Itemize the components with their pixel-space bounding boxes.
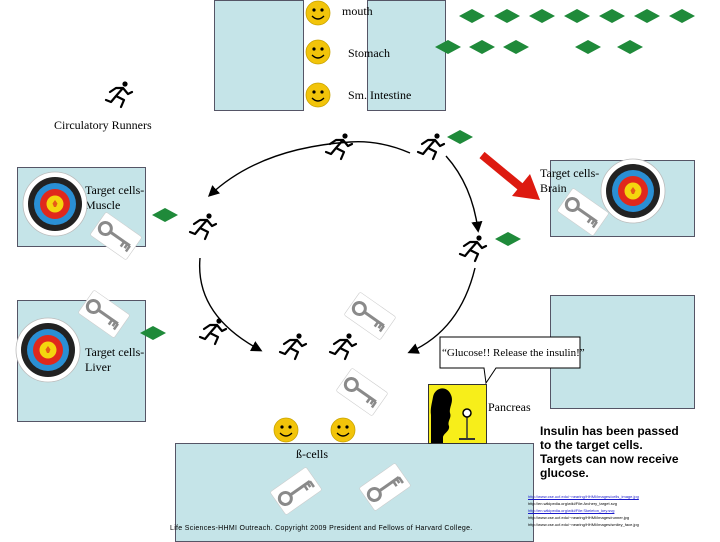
runner-icon [416, 132, 446, 161]
source-link[interactable]: http://www.cse.ucf.edu/~nearing/HHMI/ima… [528, 515, 630, 520]
key-icon [342, 290, 398, 342]
target-muscle-label-line2: Muscle [85, 198, 121, 212]
pancreas-label: Pancreas [488, 400, 531, 414]
runner-icon [188, 212, 218, 241]
smiley-face-icon [273, 417, 299, 443]
right-cell-box [550, 295, 695, 409]
copyright-credit: Life Sciences-HHMI Outreach. Copyright 2… [170, 525, 473, 532]
alert-arrow-icon [479, 151, 540, 200]
source-link[interactable]: http://www.cse.ucf.edu/~nearing/HHMI/ima… [528, 494, 639, 499]
glucose-icon [140, 326, 166, 340]
glucose-icon [152, 208, 178, 222]
speech-bubble-outline [439, 336, 581, 385]
key-icon [88, 210, 144, 262]
circulation-arrow [198, 257, 263, 352]
mouth-label: mouth [342, 4, 373, 18]
glucose-icon [529, 9, 555, 23]
runner-icon [328, 332, 358, 361]
target-liver-label-line1: Target cells- [85, 345, 145, 359]
smiley-face-icon [305, 82, 331, 108]
mouth-cell-right [367, 0, 446, 111]
target-brain-label-line2: Brain [540, 181, 567, 195]
source-link[interactable]: http://en.wikipedia.org/wiki/File:Skelet… [528, 508, 615, 513]
glucose-icon [669, 9, 695, 23]
source-links: http://www.cse.ucf.edu/~nearing/HHMI/ima… [528, 493, 639, 528]
pancreas-box [428, 384, 487, 444]
key-icon [268, 465, 324, 517]
circulatory-runners-label: Circulatory Runners [54, 118, 152, 132]
glucose-icon [634, 9, 660, 23]
status-message: Insulin has been passed to the target ce… [540, 424, 679, 480]
glucose-icon [459, 9, 485, 23]
beta-cells-label: ß-cells [296, 447, 328, 461]
target-muscle-label: Target cells- Muscle [85, 183, 144, 213]
glucose-icon [447, 130, 473, 144]
archery-target-icon [15, 317, 81, 383]
circulation-arrow [407, 267, 476, 354]
speaker-silhouette-icon [430, 388, 475, 443]
smiley-face-icon [305, 0, 331, 26]
runner-icon [324, 132, 354, 161]
runner-icon [458, 234, 488, 263]
glucose-icon [575, 40, 601, 54]
stomach-label: Stomach [348, 46, 390, 60]
glucose-icon [564, 9, 590, 23]
glucose-icon [617, 40, 643, 54]
source-link[interactable]: http://www.cse.ucf.edu/~nearing/HHMI/ima… [528, 522, 639, 527]
target-liver-label-line2: Liver [85, 360, 111, 374]
key-icon [76, 288, 132, 340]
runner-icon [104, 80, 134, 109]
speech-bubble-text: “Glucose!! Release the insulin!” [442, 347, 585, 359]
archery-target-icon [600, 158, 666, 224]
glucose-icon [599, 9, 625, 23]
source-link[interactable]: http://en.wikipedia.org/wiki/File:Archer… [528, 501, 617, 506]
target-muscle-label-line1: Target cells- [85, 183, 145, 197]
mouth-cell-left [214, 0, 304, 111]
target-brain-label: Target cells- Brain [540, 166, 599, 196]
smiley-face-icon [330, 417, 356, 443]
target-liver-label: Target cells- Liver [85, 345, 144, 375]
beta-cells-box [175, 443, 534, 542]
glucose-icon [469, 40, 495, 54]
circulation-arrow [445, 155, 483, 233]
key-icon [334, 366, 390, 418]
glucose-icon [495, 232, 521, 246]
small-intestine-label: Sm. Intestine [348, 88, 412, 102]
glucose-icon [503, 40, 529, 54]
smiley-face-icon [305, 39, 331, 65]
target-brain-label-line1: Target cells- [540, 166, 600, 180]
glucose-icon [435, 40, 461, 54]
glucose-icon [494, 9, 520, 23]
runner-icon [278, 332, 308, 361]
circulation-arrow [207, 141, 411, 197]
key-icon [357, 461, 413, 513]
archery-target-icon [22, 171, 88, 237]
